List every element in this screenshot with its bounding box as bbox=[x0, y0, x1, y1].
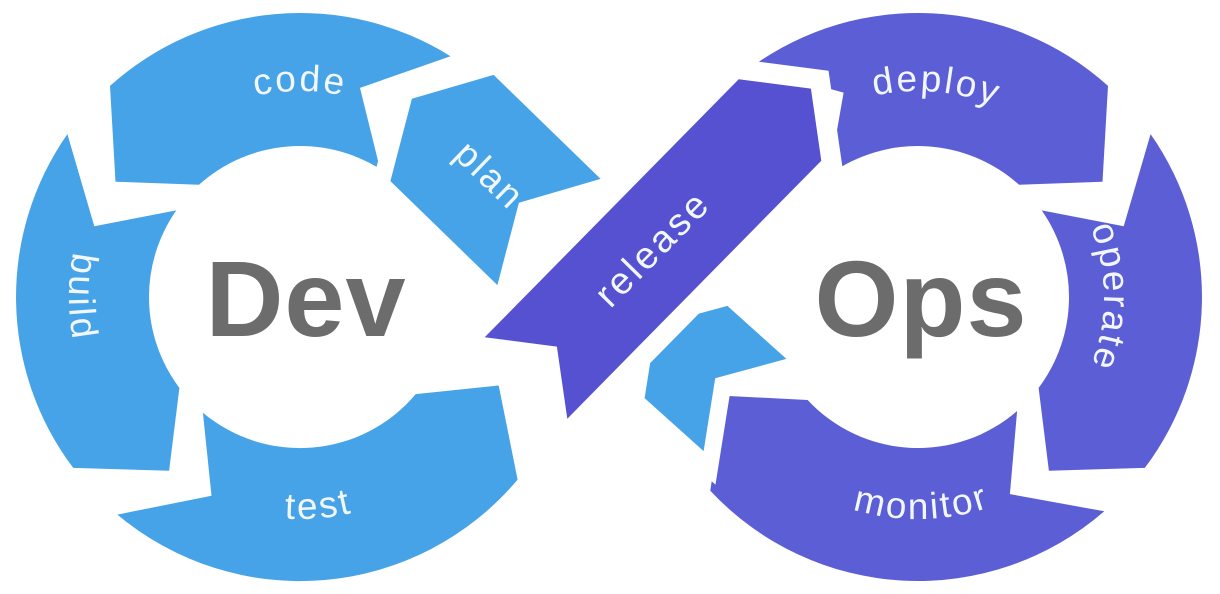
segment-test bbox=[117, 385, 518, 582]
segment-operate bbox=[1038, 134, 1202, 471]
segment-monitor bbox=[710, 395, 1105, 581]
dev-title: Dev bbox=[205, 238, 406, 359]
monitor-to-plan-chevron-icon bbox=[626, 287, 821, 485]
segment-deploy bbox=[751, 12, 1108, 185]
segment-build bbox=[16, 134, 180, 471]
label-test: test bbox=[284, 480, 355, 527]
label-build: build bbox=[61, 251, 106, 344]
release-band bbox=[442, 58, 843, 462]
plan-band bbox=[371, 55, 634, 318]
segment-code bbox=[110, 13, 451, 185]
ops-title: Ops bbox=[814, 238, 1027, 359]
